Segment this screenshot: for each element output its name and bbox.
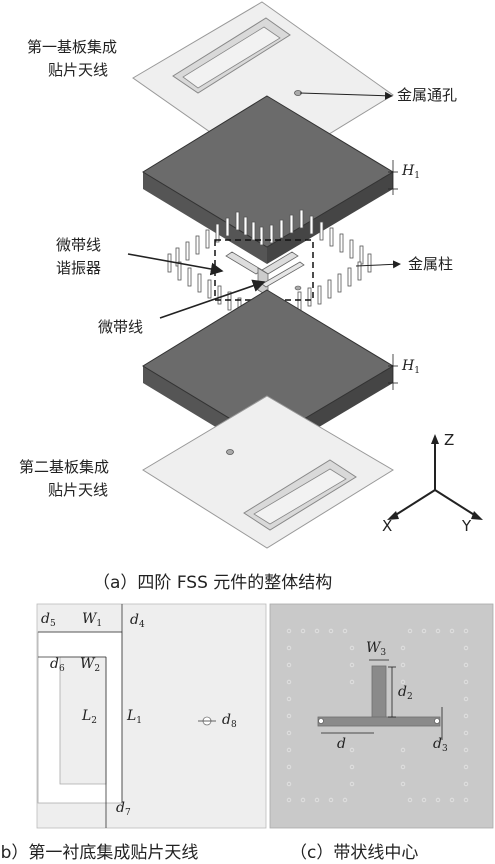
dim-d2: d2 [398,684,413,702]
top-patch-label-line1: 第一基板集成 [27,38,118,56]
dim-l2: L2 [82,708,98,726]
metal-via-bottom [226,449,234,455]
dim-w3: W3 [366,640,387,658]
top-patch-antenna-sheet [132,1,394,173]
bottom-patch-antenna-sheet [142,395,394,549]
via-leader [299,91,393,100]
pillar-leader [355,260,401,269]
microstrip-label: 微带线 [98,318,144,336]
top-patch-label-line2: 贴片天线 [48,61,109,79]
caption-a: （a）四阶 FSS 元件的整体结构 [93,573,333,593]
caption-b: (b）第一衬底集成贴片天线 [0,843,199,863]
resonator-label-line2: 谐振器 [56,259,102,277]
resonator-leader [127,253,224,276]
dim-d4: d4 [130,612,145,630]
dim-d: d [337,736,346,752]
bottom-patch-label-line1: 第二基板集成 [19,458,110,476]
dim-l1: L1 [127,708,143,726]
t-strip [317,665,441,727]
pillar-label: 金属柱 [408,255,454,273]
coordinate-axes [387,434,483,520]
h1-label-upper: H1 [402,163,420,181]
via-d8 [202,716,212,726]
bottom-patch-label-line2: 贴片天线 [48,481,109,499]
axis-z-label: Z [444,431,455,449]
dim-d6: d6 [50,656,65,674]
caption-c: （c）带状线中心 [290,843,419,863]
microstrip-leader [159,279,266,319]
dim-d7: d7 [116,800,131,818]
resonator-label-line1: 微带线 [56,236,102,254]
h1-dimension-upper [388,160,398,195]
h1-label-lower: H1 [402,358,420,376]
axis-y-label: Y [462,517,472,535]
dim-d3: d3 [433,736,448,754]
dim-d8: d8 [222,712,237,730]
exploded-view-diagram [127,1,483,549]
upper-substrate [142,95,394,264]
h1-dimension-lower [388,354,398,390]
axis-x-label: X [382,517,393,535]
panel-c-background [269,603,494,829]
dim-w2: W2 [80,656,101,674]
dim-d5: d5 [41,611,56,629]
via-label: 金属通孔 [397,86,458,104]
dim-w1: W1 [82,611,103,629]
